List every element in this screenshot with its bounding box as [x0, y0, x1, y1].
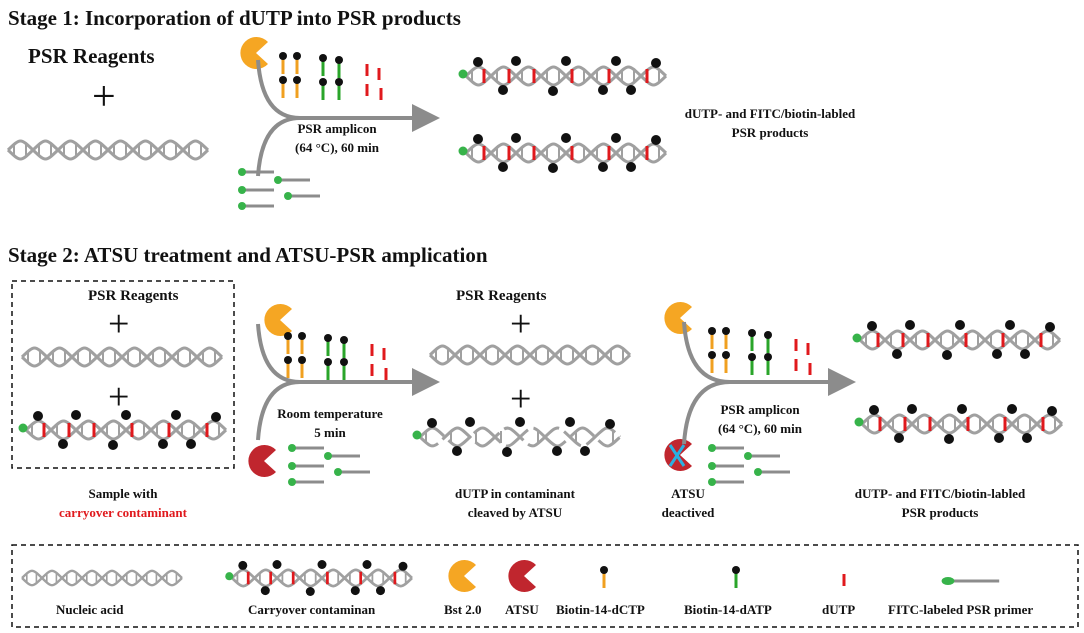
- legend-dutp: dUTP: [822, 602, 856, 617]
- stage2-condition-2: PSR amplicon(64 °C), 60 min: [718, 402, 802, 436]
- stage2-atsu-deactivated: [664, 439, 692, 471]
- bst-icon: [448, 560, 476, 592]
- stage2-product-2: [855, 404, 1063, 444]
- stage2-title: Stage 2: ATSU treatment and ATSU-PSR amp…: [8, 243, 488, 267]
- stage1-bst: [240, 37, 268, 69]
- stage1-plus: +: [92, 74, 116, 120]
- stage1-template-helix: [6, 139, 210, 161]
- stage2-bst: [264, 304, 292, 336]
- primer-icon: [942, 577, 1000, 585]
- stage2-nucleotides: [284, 332, 386, 380]
- legend-carryover: Carryover contaminan: [248, 602, 376, 617]
- stage1-reagents-label: PSR Reagents: [28, 44, 155, 68]
- stage2-cleaved-contaminant: [411, 415, 622, 459]
- stage1-title: Stage 1: Incorporation of dUTP into PSR …: [8, 6, 461, 30]
- legend-nucleic-acid-icon: [20, 569, 184, 587]
- stage1-nucleotides: [279, 52, 381, 100]
- stage2-atsu: [248, 445, 276, 477]
- stage2-reagents-b: PSR Reagents: [456, 288, 547, 304]
- legend-carryover-icon: [225, 560, 412, 596]
- stage1-product-1: [459, 56, 667, 96]
- stage2-plus-d: +: [510, 378, 532, 420]
- stage2-bst-2: [664, 302, 692, 334]
- legend-box: [11, 544, 1079, 628]
- stage2-nucleotides-2: [708, 327, 810, 375]
- stage2-plus-a: +: [108, 303, 130, 345]
- sample-box: [11, 280, 235, 469]
- stage2-plus-c: +: [510, 303, 532, 345]
- legend-datp: Biotin-14-dATP: [684, 602, 772, 617]
- dctp-icon: [598, 564, 610, 590]
- stage2-primers-2: [708, 444, 790, 486]
- stage1-primers: [238, 168, 320, 210]
- legend-primer: FITC-labeled PSR primer: [888, 602, 1034, 617]
- stage2-arrow-1: [256, 323, 440, 441]
- stage2-arrow-2: [682, 321, 856, 445]
- stage2-product-1: [853, 320, 1061, 360]
- stage2-primers: [288, 444, 370, 486]
- stage1-arrow: [256, 59, 440, 177]
- datp-icon: [730, 564, 742, 590]
- stage2-mid-helix: [428, 344, 632, 366]
- legend-bst: Bst 2.0: [444, 602, 482, 617]
- legend-dctp: Biotin-14-dCTP: [556, 602, 645, 617]
- stage2-reagents-a: PSR Reagents: [88, 288, 179, 304]
- legend-nucleic-acid: Nucleic acid: [56, 602, 124, 617]
- legend-atsu: ATSU: [505, 602, 539, 617]
- stage1-condition: PSR amplicon(64 °C), 60 min: [295, 121, 379, 155]
- atsu-icon: [508, 560, 536, 592]
- stage2-plus-b: +: [108, 376, 130, 418]
- stage2-template-helix: [20, 346, 224, 368]
- stage1-product-2: [459, 133, 667, 173]
